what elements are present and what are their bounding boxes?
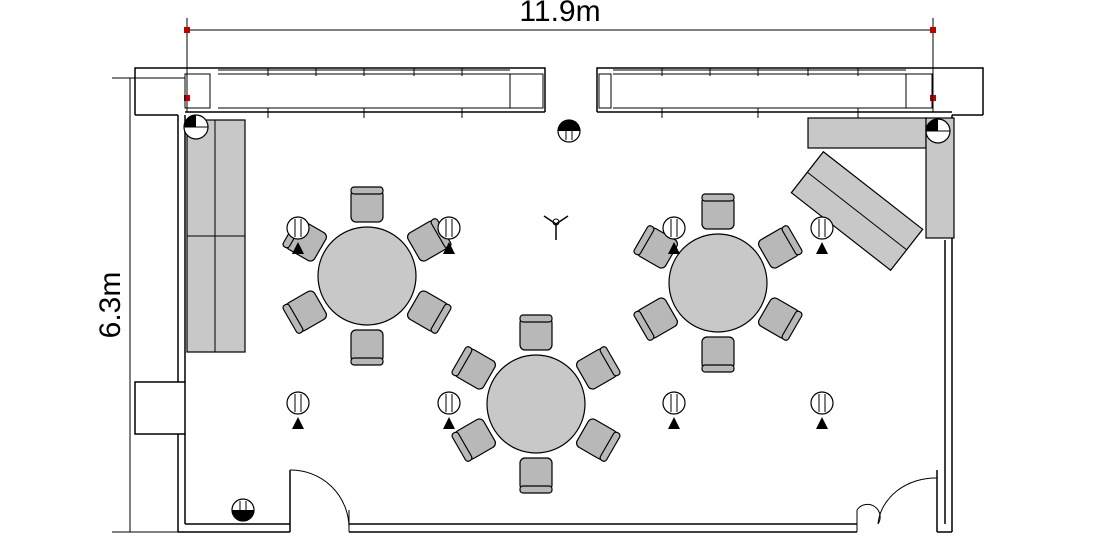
chair <box>350 329 384 366</box>
chair <box>451 418 497 462</box>
spotlight-icon <box>662 216 686 254</box>
chair <box>519 457 553 494</box>
dimension-marker <box>184 95 190 101</box>
round-table <box>668 233 768 333</box>
round-table-set <box>633 193 803 373</box>
person-figure-icon <box>543 215 569 240</box>
cabinet-top-right <box>807 117 927 149</box>
spotlight-icon <box>810 391 834 429</box>
door-left <box>289 469 350 532</box>
chair <box>350 186 384 223</box>
dimension-marker <box>184 27 190 33</box>
chair <box>701 336 735 373</box>
ceiling-light-icon <box>925 118 951 144</box>
spotlight-icon <box>437 391 461 429</box>
fixtures-group <box>183 114 951 522</box>
spotlight-icon <box>662 391 686 429</box>
chair <box>575 346 621 390</box>
chair <box>575 418 621 462</box>
chair <box>406 290 452 334</box>
wall-socket-icon <box>231 498 255 522</box>
width-label: 11.9m <box>519 0 600 28</box>
round-table-set <box>282 186 452 366</box>
dimension-marker <box>930 95 936 101</box>
chair <box>757 297 803 341</box>
chair <box>757 225 803 269</box>
dimension-marker <box>930 27 936 33</box>
chair <box>282 290 328 334</box>
spotlight-icon <box>810 216 834 254</box>
sofa-angled <box>790 150 924 272</box>
sofa-left <box>186 119 246 353</box>
depth-label: 6.3m <box>94 272 127 339</box>
chair <box>451 346 497 390</box>
spotlight-icon <box>437 216 461 254</box>
wall-socket-icon <box>557 119 581 143</box>
round-table <box>317 226 417 326</box>
spotlight-icon <box>286 391 310 429</box>
ceiling-light-icon <box>183 114 209 140</box>
walls <box>134 67 984 533</box>
width-dimension: 11.9m <box>184 0 936 112</box>
round-table-set <box>451 314 621 494</box>
tables-group <box>282 186 803 494</box>
chair <box>701 193 735 230</box>
door-right <box>856 477 938 532</box>
round-table <box>486 354 586 454</box>
spotlight-icon <box>286 216 310 254</box>
chair <box>519 314 553 351</box>
chair <box>633 297 679 341</box>
depth-dimension: 6.3m <box>94 77 185 533</box>
